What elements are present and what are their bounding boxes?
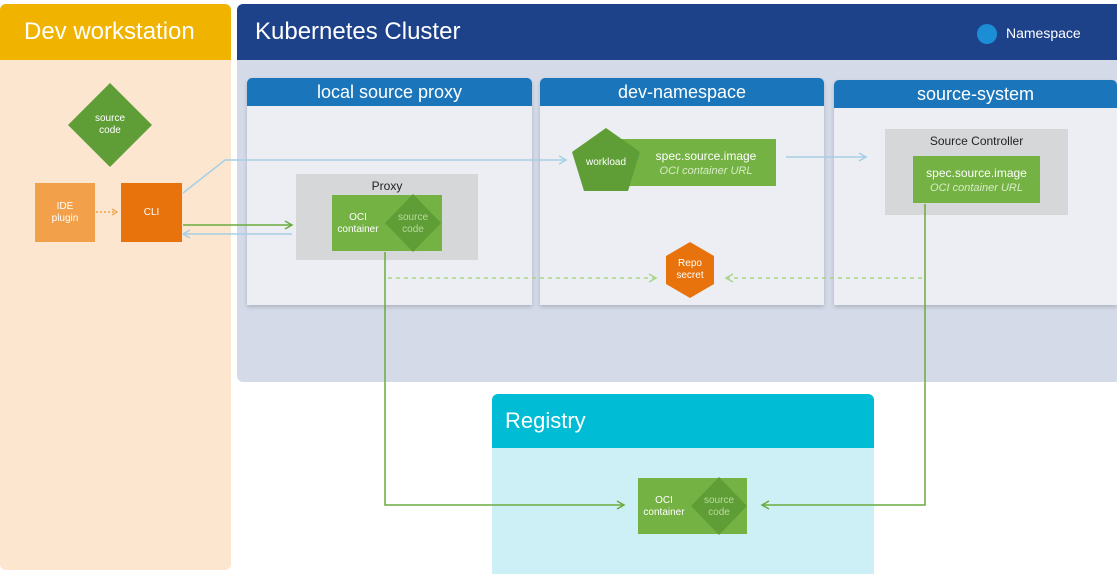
ide-plugin-box (35, 183, 95, 242)
ide-plugin-line2: plugin (51, 213, 79, 224)
controller-to-registry-connector (760, 204, 926, 510)
dev-workstation-title: Dev workstation (0, 4, 231, 60)
registry-source-line2: code (708, 507, 730, 518)
source-spec-subtitle: OCI container URL (930, 182, 1023, 194)
proxy-oci-line1: OCI (349, 212, 367, 223)
ide-plugin-line1: IDE (56, 201, 74, 212)
dev-spec-title: spec.source.image (655, 149, 757, 163)
proxy-source-line1: source (397, 212, 428, 223)
proxy-to-registry-connector (384, 252, 626, 510)
dev-spec-subtitle: OCI container URL (659, 165, 753, 177)
proxy-label: Proxy (371, 179, 403, 193)
namespace-local-source-proxy-title: local source proxy (247, 78, 532, 106)
registry-source-diamond (691, 477, 747, 535)
namespace-dev-title: dev-namespace (540, 78, 824, 106)
source-spec-title: spec.source.image (926, 166, 1027, 180)
kubernetes-cluster-title: Kubernetes Cluster (237, 4, 1117, 60)
cli-to-workload-connector (182, 155, 568, 194)
source-code-diamond (68, 83, 152, 167)
workload-pentagon (572, 128, 640, 191)
source-code-line2: code (99, 125, 121, 136)
workload-label: workload (585, 157, 627, 168)
namespace-source-system-title: source-system (834, 80, 1117, 108)
namespace-legend-icon (977, 24, 997, 44)
source-controller-label: Source Controller (929, 134, 1024, 148)
repo-secret-hexagon (666, 242, 714, 298)
proxy-source-line2: code (402, 224, 424, 235)
proxy-source-diamond (385, 194, 441, 252)
namespace-legend-label: Namespace (1006, 25, 1081, 41)
registry-title: Registry (492, 394, 874, 448)
cli-label: CLI (143, 207, 160, 218)
repo-secret-line1: Repo (678, 258, 702, 269)
cli-box (121, 183, 182, 242)
source-code-line1: source (94, 113, 125, 124)
registry-oci-line1: OCI (655, 495, 673, 506)
registry-source-line1: source (703, 495, 734, 506)
proxy-oci-line2: container (337, 224, 379, 235)
source-spec-box (913, 156, 1040, 203)
repo-secret-line2: secret (676, 270, 704, 281)
registry-oci-line2: container (643, 507, 685, 518)
